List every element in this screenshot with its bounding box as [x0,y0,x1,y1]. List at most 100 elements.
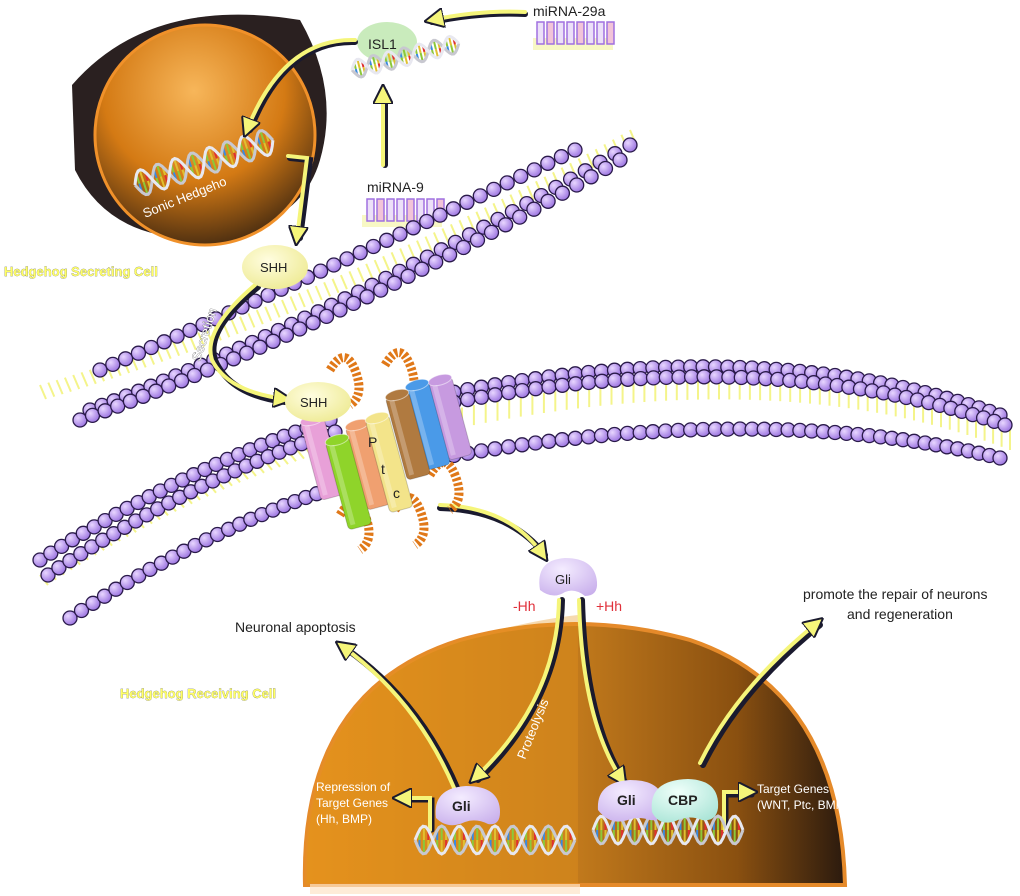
lipid-head [500,439,517,455]
gli-activator-label: Gli [617,792,636,808]
lipid-head [84,407,101,424]
lipid-tail [281,299,289,315]
shh-free-label: SHH [260,260,287,275]
lipid-head [658,369,674,386]
lipid-head [143,339,159,356]
lipid-head [512,209,528,225]
lipid-head [260,287,276,303]
lipid-head [195,316,211,333]
lipid-head [567,142,583,158]
dna-rung [155,163,162,177]
lipid-tail [314,285,323,301]
lipid-head [997,417,1013,433]
lipid-head [252,339,268,355]
secreting-cell-label: Hedgehog Secreting Cell [4,264,158,279]
mirna-9-label: miRNA-9 [367,179,424,195]
lipid-head [345,295,362,312]
gli-repressor-protein: Gli [435,786,500,826]
helix-top [324,433,350,447]
mirna-base [566,21,575,45]
lipid-tail [331,278,340,294]
helix-highlight [304,424,328,496]
lipid-head [130,345,147,361]
lipid-head [131,568,147,584]
lower-right-outer-b [432,369,1013,433]
lipid-head [414,261,430,277]
lipid-head [110,398,126,414]
lipid-head [239,345,255,361]
lipid-head [92,362,108,378]
dna-rung [190,152,197,166]
lipid-head [169,328,185,344]
lipid-head [553,149,570,165]
lipid-tail [80,372,89,387]
receptor-loop [426,458,464,514]
lipid-tail [339,274,348,290]
arrow-repression [400,798,432,832]
repair-label-line2: and regeneration [847,606,953,622]
mirna-base [556,21,565,45]
lipid-head [305,315,321,331]
lipid-head [432,207,448,223]
dna-backbone [413,824,577,856]
lipid-head [554,377,570,393]
lipid-head [419,213,435,230]
mirna-9-strand-icon [366,198,445,222]
lipid-tail [348,271,357,286]
arrow-mirna29a-to-isl1 [432,12,527,20]
lipid-head [318,308,335,325]
lipid-head [992,450,1008,466]
dna-rung [224,141,231,155]
lipid-head [278,327,295,343]
mirna-29a-label: miRNA-29a [533,3,606,19]
lipid-tail [239,316,247,332]
dna-rung [159,176,166,190]
lipid-head [359,289,375,305]
receptor-helix [427,373,472,460]
lipid-head [135,388,151,404]
lipid-tail [272,303,281,318]
lipid-head [620,371,636,387]
arrow-to-apoptosis [342,646,457,792]
lipid-tail [72,374,81,390]
ptc-letter: P [368,434,377,450]
lipid-head [182,322,198,339]
gli-cytoplasm-label: Gli [555,572,571,587]
arrow-to-repair [698,623,817,765]
lipid-head [292,321,308,337]
lipid-head [540,193,556,209]
helix-highlight [409,389,435,466]
mirna-base [546,21,555,45]
lipid-head [161,378,177,394]
lipid-head [554,432,570,448]
lipid-head [657,423,674,439]
lipid-head [541,433,557,449]
lipid-tail [356,267,365,283]
shh-free-protein: SHH [242,245,308,289]
dna-backbone [350,34,460,75]
receptor-helix [404,378,451,470]
lipid-head [583,169,599,185]
lipid-head [612,152,628,168]
lipid-tail [47,382,56,397]
lipid-head [459,194,475,210]
lipid-head [483,224,500,241]
lipid-head [392,226,408,242]
plus-hh-label: +Hh [596,598,622,614]
lipid-head [514,437,530,453]
mirna-base [596,21,605,45]
helix-top [384,388,410,402]
lipid-head [148,383,164,399]
helix-top [404,378,430,392]
mirna-base [406,198,415,222]
lipid-head [540,155,556,171]
lipid-head [73,546,89,562]
lipid-head [473,443,490,459]
lipid-head [513,168,529,185]
lipid-head [526,162,542,178]
lipid-tail [407,244,416,259]
lipid-head [352,245,368,261]
lipid-head [108,581,124,597]
lipid-head [473,389,490,405]
lipid-head [156,334,172,350]
